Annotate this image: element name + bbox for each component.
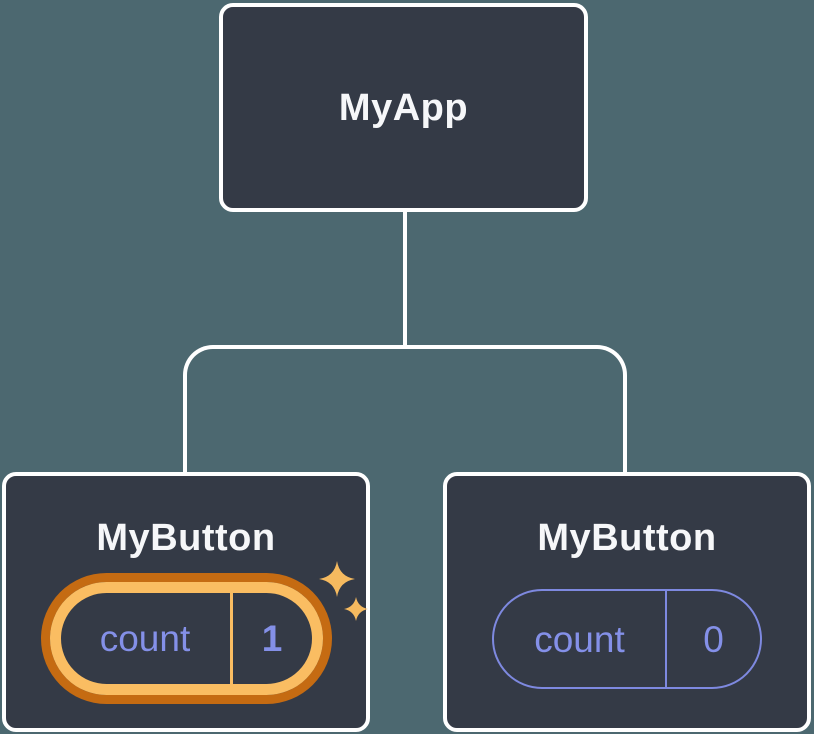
state-name: count — [99, 618, 191, 659]
state-name-cell: count — [61, 593, 233, 684]
state-pill-highlighted: count 1 — [49, 582, 323, 695]
state-name-cell: count — [494, 591, 667, 687]
connector-branch-to-children — [183, 345, 627, 476]
state-value: 1 — [261, 618, 283, 659]
component-node-mybutton-1: MyButton count 1 — [2, 472, 370, 732]
component-label: MyApp — [338, 86, 469, 129]
state-value-cell: 1 — [233, 593, 312, 684]
component-label: MyButton — [96, 517, 276, 559]
state-value: 0 — [703, 618, 724, 660]
connector-root-to-branch — [403, 209, 407, 349]
state-pill: count 0 — [492, 589, 762, 689]
component-node-mybutton-2: MyButton count 0 — [443, 472, 811, 732]
state-value-cell: 0 — [667, 591, 760, 687]
sparkle-icon — [319, 561, 368, 621]
component-label: MyButton — [537, 517, 717, 559]
state-name: count — [534, 618, 625, 660]
component-node-myapp: MyApp — [219, 3, 588, 212]
